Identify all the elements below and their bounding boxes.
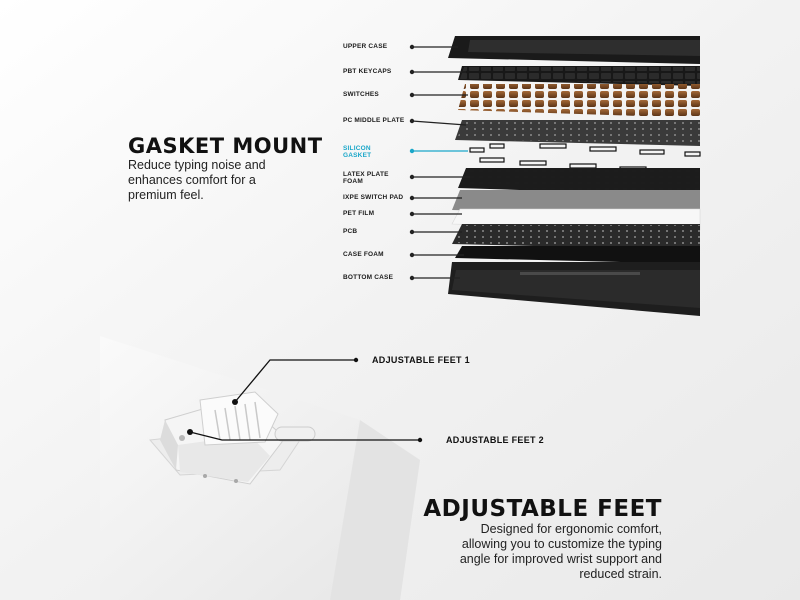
layer-label-latex-plate-foam-line-1: LATEX PLATE [343, 171, 389, 178]
layer-label-pc-middle-plate: PC MIDDLE PLATE [343, 117, 405, 124]
layer-label-silicon-gasket: SILICON GASKET [343, 145, 371, 159]
layer-label-ixpe-switch-pad: IXPE SWITCH PAD [343, 194, 404, 201]
adjustable-feet-2-label: ADJUSTABLE FEET 2 [446, 435, 544, 445]
leader-lines [411, 46, 470, 279]
layer-label-pet-film: PET FILM [343, 210, 375, 217]
layer-label-latex-plate-foam: LATEX PLATE FOAM [343, 171, 389, 185]
layer-label-case-foam: CASE FOAM [343, 251, 384, 258]
exploded-layers [448, 36, 701, 316]
layer-label-latex-plate-foam-line-2: FOAM [343, 178, 363, 185]
layer-label-pcb: PCB [343, 228, 358, 235]
gasket-mount-description: Reduce typing noise and enhances comfort… [128, 158, 328, 203]
adjustable-feet-description: Designed for ergonomic comfort, allowing… [402, 522, 662, 582]
adjustable-feet-title: ADJUSTABLE FEET [423, 496, 662, 522]
layer-label-silicon-gasket-line-2: GASKET [343, 152, 372, 159]
feet-desc-line-3: angle for improved wrist support and [459, 552, 662, 566]
feet-desc-line-4: reduced strain. [579, 567, 662, 581]
gasket-desc-line-3: premium feel. [128, 188, 204, 202]
layer-label-silicon-gasket-line-1: SILICON [343, 145, 371, 152]
gasket-desc-line-1: Reduce typing noise and [128, 158, 266, 172]
adjustable-feet-1-label: ADJUSTABLE FEET 1 [372, 355, 470, 365]
feet-desc-line-1: Designed for ergonomic comfort, [480, 522, 662, 536]
feet-desc-line-2: allowing you to customize the typing [461, 537, 662, 551]
gasket-desc-line-2: enhances comfort for a [128, 173, 256, 187]
layer-label-upper-case: UPPER CASE [343, 43, 388, 50]
layer-label-switches: SWITCHES [343, 91, 379, 98]
keyboard-underside [100, 336, 420, 600]
gasket-mount-title: GASKET MOUNT [128, 134, 323, 158]
layer-label-bottom-case: BOTTOM CASE [343, 274, 394, 281]
layer-label-pbt-keycaps: PBT KEYCAPS [343, 68, 392, 75]
